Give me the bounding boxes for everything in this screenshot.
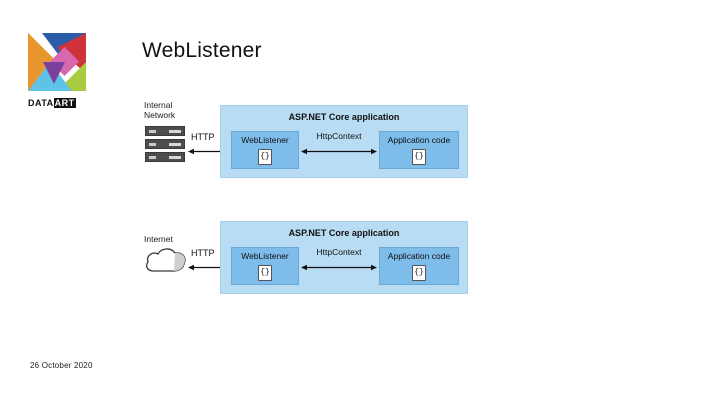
cloud-icon [146, 248, 186, 272]
aspnet-core-container-1: ASP.NET Core application WebListener {} … [220, 105, 468, 178]
code-braces-icon: {} [258, 265, 272, 281]
aspnet-container-title-1: ASP.NET Core application [288, 112, 400, 122]
page-title: WebListener [142, 39, 262, 62]
httpcontext-bidirectional-arrow-1 [301, 148, 377, 155]
httpcontext-bidirectional-arrow-2 [301, 264, 377, 271]
http-label-1: HTTP [191, 132, 215, 142]
http-label-2: HTTP [191, 248, 215, 258]
block-application-code-label-2: Application code [387, 251, 451, 261]
block-weblistener-label-2: WebListener [241, 251, 289, 261]
source-label-internal-network: Internal Network [144, 100, 176, 120]
logo-wordmark-part-2: ART [53, 98, 76, 108]
connector-label-httpcontext-1: HttpContext [316, 131, 362, 141]
code-braces-icon: {} [412, 149, 426, 165]
logo-wordmark-part-1: DATA [28, 98, 54, 108]
diagram-internal-network: Internal Network HTTP ASP.NET Core appli… [136, 100, 468, 178]
block-weblistener-label-1: WebListener [241, 135, 289, 145]
footer-date: 26 October 2020 [30, 361, 93, 370]
diagram-internet: Internet HTTP ASP.NET Core application W… [136, 216, 468, 294]
server-stack-icon [145, 126, 185, 163]
dataart-tangram-logo-icon [28, 33, 86, 91]
aspnet-core-container-2: ASP.NET Core application WebListener {} … [220, 221, 468, 294]
code-braces-icon: {} [258, 149, 272, 165]
aspnet-container-title-2: ASP.NET Core application [288, 228, 400, 238]
block-weblistener-2[interactable]: WebListener {} [231, 247, 299, 285]
source-label-internet: Internet [144, 234, 173, 244]
block-application-code-label-1: Application code [387, 135, 451, 145]
connector-label-httpcontext-2: HttpContext [316, 247, 362, 257]
block-application-code-1[interactable]: Application code {} [379, 131, 459, 169]
block-application-code-2[interactable]: Application code {} [379, 247, 459, 285]
code-braces-icon: {} [412, 265, 426, 281]
block-weblistener-1[interactable]: WebListener {} [231, 131, 299, 169]
